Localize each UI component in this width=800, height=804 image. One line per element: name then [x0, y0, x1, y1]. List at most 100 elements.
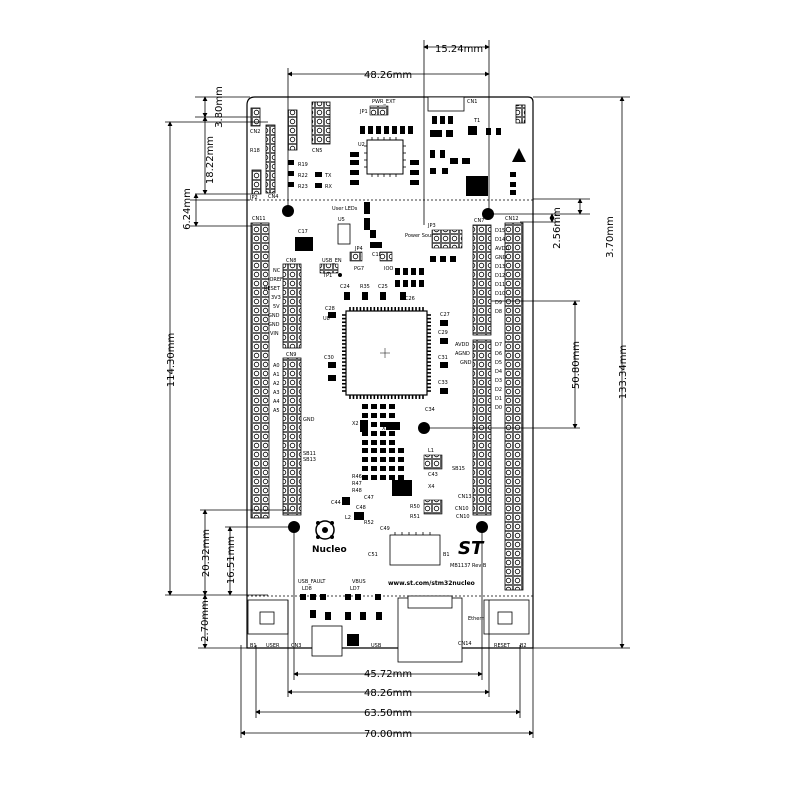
dimension-labels: 15.24mm 48.26mm 3.80mm 18.22mm 6.24mm 11…: [166, 44, 629, 740]
r19-label: R19: [298, 162, 308, 168]
u5-label: U5: [338, 217, 345, 223]
passive-component: [371, 440, 377, 445]
cn3-bottom-label: CN3: [291, 643, 301, 649]
pin-d10: D10: [495, 291, 505, 297]
cn10-label: CN10: [455, 506, 469, 512]
ld8-label: LD8: [302, 586, 312, 592]
b1-label: B1: [443, 552, 450, 558]
passive-component: [398, 466, 404, 471]
pin-d5: D5: [495, 360, 502, 366]
c25-label: C25: [378, 284, 388, 290]
cn13-label: CN13: [458, 494, 472, 500]
passive-component: [380, 466, 386, 471]
pin-a1: A1: [273, 372, 280, 378]
dim-70-00: 70.00mm: [364, 729, 412, 740]
cn7-arduino-digital: CN7 D15 D14 AVDD GND D13 D12 D11 D10 D9 …: [472, 218, 509, 336]
pin-5v: 5V: [273, 304, 280, 310]
cn10-b-label: CN10: [456, 514, 470, 520]
user-button-label: USER: [266, 643, 280, 649]
passive-component: [371, 448, 377, 453]
ethernet-label: Ethernet: [468, 616, 490, 622]
passive-component: [362, 413, 368, 418]
cn8-arduino-power: CN8 NC IOREF RESET 3V3 5V GND GND VIN: [264, 258, 302, 349]
passive-component: [398, 448, 404, 453]
c18-label: C18: [372, 252, 382, 258]
passive-component: [380, 448, 386, 453]
pin-d9: D9: [495, 300, 502, 306]
passive-component: [380, 404, 386, 409]
crystals-and-passives: X2 X3 L1 SB15 C43 X4 R46 R47 R48 C44 C47…: [331, 404, 472, 532]
c43-label: C43: [428, 472, 438, 478]
jp2-header: [251, 169, 262, 195]
status-leds: [288, 160, 294, 187]
b1-button-label: B1: [250, 643, 257, 649]
dim-15-24: 15.24mm: [435, 44, 483, 55]
c31-label: C31: [438, 355, 448, 361]
sb15-label: SB15: [452, 466, 465, 472]
passive-component: [362, 448, 368, 453]
jp4-label: JP4: [354, 246, 363, 252]
pin-a0: A0: [273, 363, 280, 369]
passive-component: [362, 475, 368, 480]
cn8-label: CN8: [286, 258, 296, 264]
c48-label: C48: [356, 505, 366, 511]
pwr-ext-label: PWR_EXT: [372, 99, 396, 105]
nucleo-logo: Nucleo: [312, 520, 347, 555]
esd-warning-icon: [512, 148, 526, 162]
cn14-ethernet-jack: [397, 597, 463, 663]
dim-48-26-top: 48.26mm: [364, 70, 412, 81]
pin-d13: D13: [495, 264, 505, 270]
pin-d1: D1: [495, 396, 502, 402]
t1-label: T1: [473, 118, 480, 124]
dim-16-51: 16.51mm: [226, 536, 237, 584]
c17-label: C17: [298, 229, 308, 235]
passive-component: [371, 457, 377, 462]
pin-gnd-3: GND: [303, 417, 315, 423]
cn9-small-header: [287, 109, 298, 151]
pin-d7: D7: [495, 342, 502, 348]
passive-component: [398, 457, 404, 462]
pin-avdd: AVDD: [455, 342, 469, 348]
c24-label: C24: [340, 284, 350, 290]
passive-component: [371, 404, 377, 409]
jp3-power-jumper: [431, 229, 463, 249]
passive-component: [380, 422, 386, 427]
passive-component: [380, 457, 386, 462]
passive-component: [371, 466, 377, 471]
ld7-label: LD7: [350, 586, 360, 592]
ethernet-phy: [389, 534, 441, 566]
jp-bottom: [423, 499, 443, 515]
dim-45-72: 45.72mm: [364, 669, 412, 680]
pin-d12: D12: [495, 273, 505, 279]
board-id: MB1137 Rev B: [450, 563, 487, 569]
r22-label: R22: [298, 173, 308, 179]
passive-component: [362, 440, 368, 445]
pin-d2: D2: [495, 387, 502, 393]
pin-d8: D8: [495, 309, 502, 315]
pin-d11: D11: [495, 282, 505, 288]
pin-nc: NC: [273, 268, 281, 274]
cn11-morpho-header: CN11: [250, 216, 270, 519]
user-leds-label: User LEDs: [332, 206, 358, 212]
pin-a5: A5: [273, 408, 280, 414]
passive-component: [389, 413, 395, 418]
passive-component: [389, 431, 395, 436]
l1-inductor: [423, 454, 443, 470]
website-url: www.st.com/stm32nucleo: [388, 580, 475, 587]
pin-gnd-5: GND: [460, 360, 472, 366]
dimension-annotations: [165, 40, 630, 738]
x4-label: X4: [428, 484, 435, 490]
usb-fault-label: USB_FAULT: [298, 579, 326, 585]
power-area: User LEDs U5 C17 C18 USB_EN PG7 JP4 IOO …: [295, 202, 463, 287]
pin-vin: VIN: [270, 331, 279, 337]
passive-component: [389, 440, 395, 445]
pin-gnd-2: GND: [268, 322, 280, 328]
power-source-label: Power Source: [405, 233, 439, 239]
cn2-jumper: [250, 107, 261, 127]
c30-label: C30: [324, 355, 334, 361]
passive-component: [362, 431, 368, 436]
cn12-label: CN12: [505, 216, 519, 222]
user-button: [259, 611, 275, 625]
cn1-usb: [427, 96, 465, 112]
